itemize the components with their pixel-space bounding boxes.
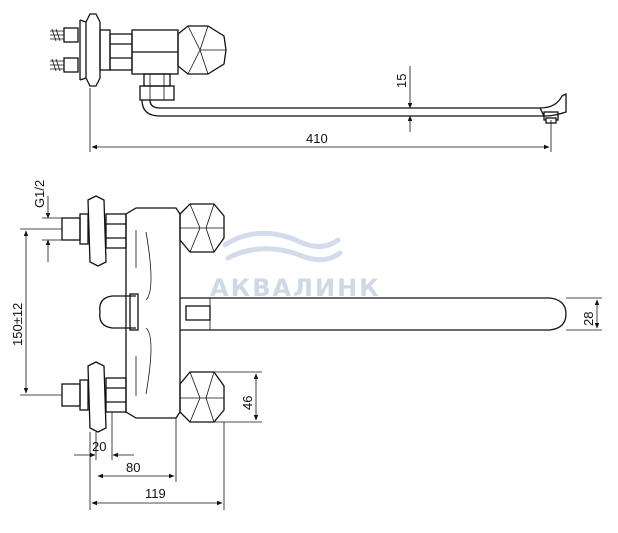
dim-label-150: 150±12 bbox=[10, 303, 25, 346]
dim-label-15: 15 bbox=[394, 74, 409, 88]
dim-center-distance: 150±12 bbox=[10, 228, 62, 396]
dim-spout-thickness: 15 bbox=[394, 66, 413, 132]
dim-label-410: 410 bbox=[306, 131, 328, 146]
dim-spout-diameter: 28 bbox=[566, 297, 602, 331]
dim-label-20: 20 bbox=[92, 439, 106, 454]
dim-overall-length: 410 bbox=[89, 88, 552, 152]
dim-wall-to-body: 80 bbox=[97, 418, 177, 482]
watermark-logo: АКВАЛИНК bbox=[210, 230, 381, 302]
dim-label-28: 28 bbox=[581, 312, 596, 326]
dim-label-g12: G1/2 bbox=[32, 180, 47, 208]
dim-label-119: 119 bbox=[145, 486, 166, 501]
faucet-side-view bbox=[50, 13, 567, 124]
faucet-top-view bbox=[61, 195, 567, 433]
dim-label-46: 46 bbox=[240, 396, 255, 410]
dim-handle-height: 46 bbox=[214, 371, 262, 423]
dim-label-80: 80 bbox=[126, 460, 140, 475]
watermark-text: АКВАЛИНК bbox=[210, 274, 381, 302]
dim-wall-to-front: 119 bbox=[89, 422, 225, 510]
dim-inlet-offset: 20 bbox=[74, 412, 134, 460]
dim-thread: G1/2 bbox=[32, 180, 62, 262]
